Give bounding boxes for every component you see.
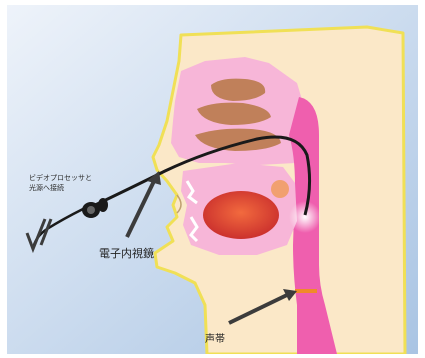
diagram-frame: ビデオプロセッサと 光源へ接続 電子内視鏡 声帯 [7, 5, 418, 354]
vocal-cords-label: 声帯 [205, 330, 225, 345]
processor-connection-note: ビデオプロセッサと 光源へ接続 [29, 173, 92, 193]
tongue [203, 191, 279, 239]
endoscope-label: 電子内視鏡 [99, 245, 154, 261]
processor-note-line-2: 光源へ接続 [29, 183, 92, 193]
processor-note-line-1: ビデオプロセッサと [29, 173, 92, 183]
scope-light-glow [289, 201, 321, 233]
uvula [271, 180, 289, 198]
vocal-cord-band [295, 289, 317, 293]
